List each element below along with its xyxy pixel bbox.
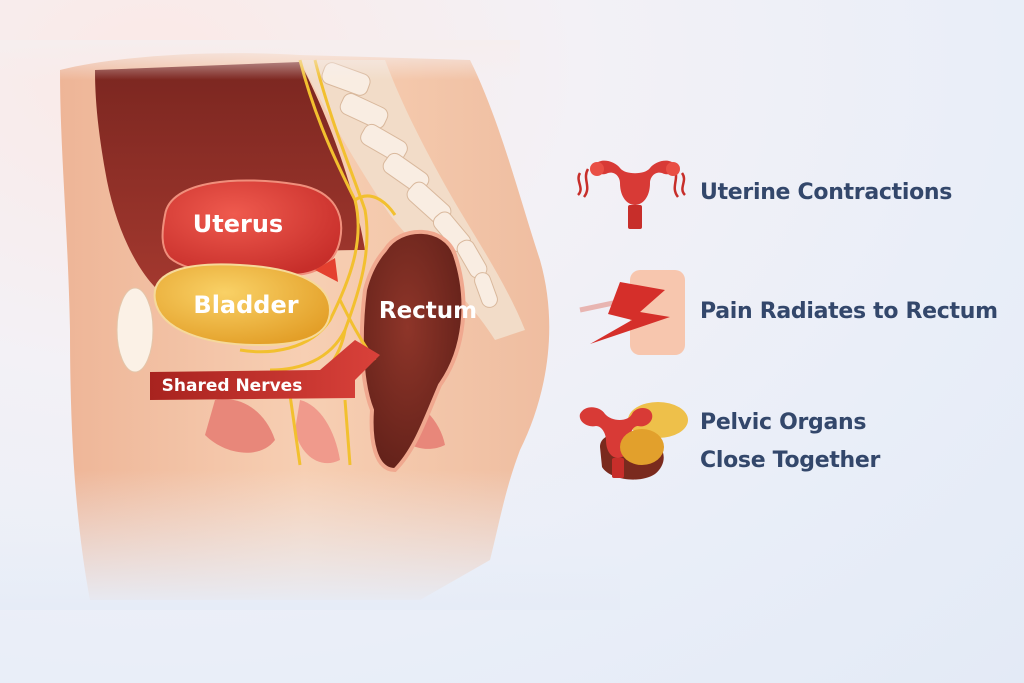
bladder: [153, 263, 332, 347]
uterus-tip: [315, 258, 338, 282]
top-fade: [0, 40, 520, 80]
pelvic-organs-icon: [570, 392, 700, 492]
bladder-label: Bladder: [193, 291, 298, 319]
shared-nerves-label: Shared Nerves: [162, 376, 303, 396]
shared-nerves-arrow: [150, 340, 380, 400]
bottom-fade: [0, 470, 620, 610]
rectum: [359, 229, 466, 473]
uterus: [161, 179, 343, 277]
pubic-bone: [116, 287, 154, 373]
legend-text-uterine-contractions: Uterine Contractions: [700, 180, 953, 205]
legend-text-pelvic-organs-line1: Pelvic Organs: [700, 410, 867, 435]
uterus-label: Uterus: [193, 210, 283, 238]
legend-text-block-pelvic-organs: Pelvic Organs Close Together: [700, 404, 880, 480]
legend-item-pelvic-organs: Pelvic Organs Close Together: [570, 392, 880, 492]
rectum-label: Rectum: [379, 298, 477, 324]
legend-item-uterine-contractions: Uterine Contractions: [570, 143, 952, 243]
legend-text-pelvic-organs-line2: Close Together: [700, 448, 881, 473]
uterus-contraction-icon: [570, 143, 700, 243]
legend-item-pain-radiates: Pain Radiates to Rectum: [570, 262, 998, 362]
radiating-pain-icon: [570, 262, 700, 362]
legend-text-pain-radiates: Pain Radiates to Rectum: [700, 299, 998, 324]
